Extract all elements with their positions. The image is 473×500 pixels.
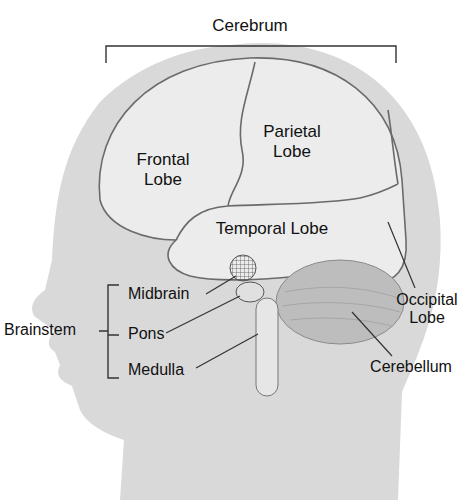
group-label: Brainstem (4, 321, 98, 339)
cerebellum-shape (276, 260, 404, 344)
cerebellum-folds (282, 287, 400, 326)
part-label: Midbrain (128, 285, 208, 303)
group-title: Cerebrum (195, 16, 305, 36)
pons-shape (236, 282, 264, 302)
lobe-label: Temporal Lobe (202, 219, 342, 239)
brainstem-bracket (99, 285, 119, 378)
lobe-label: Parietal Lobe (254, 122, 330, 161)
lobe-boundaries (176, 62, 398, 240)
brain-outline (99, 58, 406, 282)
leader-lines (166, 222, 415, 368)
head-silhouette (32, 43, 441, 500)
lobe-label: Occipital Lobe (389, 291, 465, 328)
part-label: Medulla (128, 361, 208, 379)
part-label: Pons (128, 325, 178, 343)
cerebrum-bracket (106, 46, 396, 63)
lobe-label: Frontal Lobe (127, 150, 199, 189)
part-label: Cerebellum (361, 358, 461, 376)
medulla-shape (256, 298, 278, 396)
